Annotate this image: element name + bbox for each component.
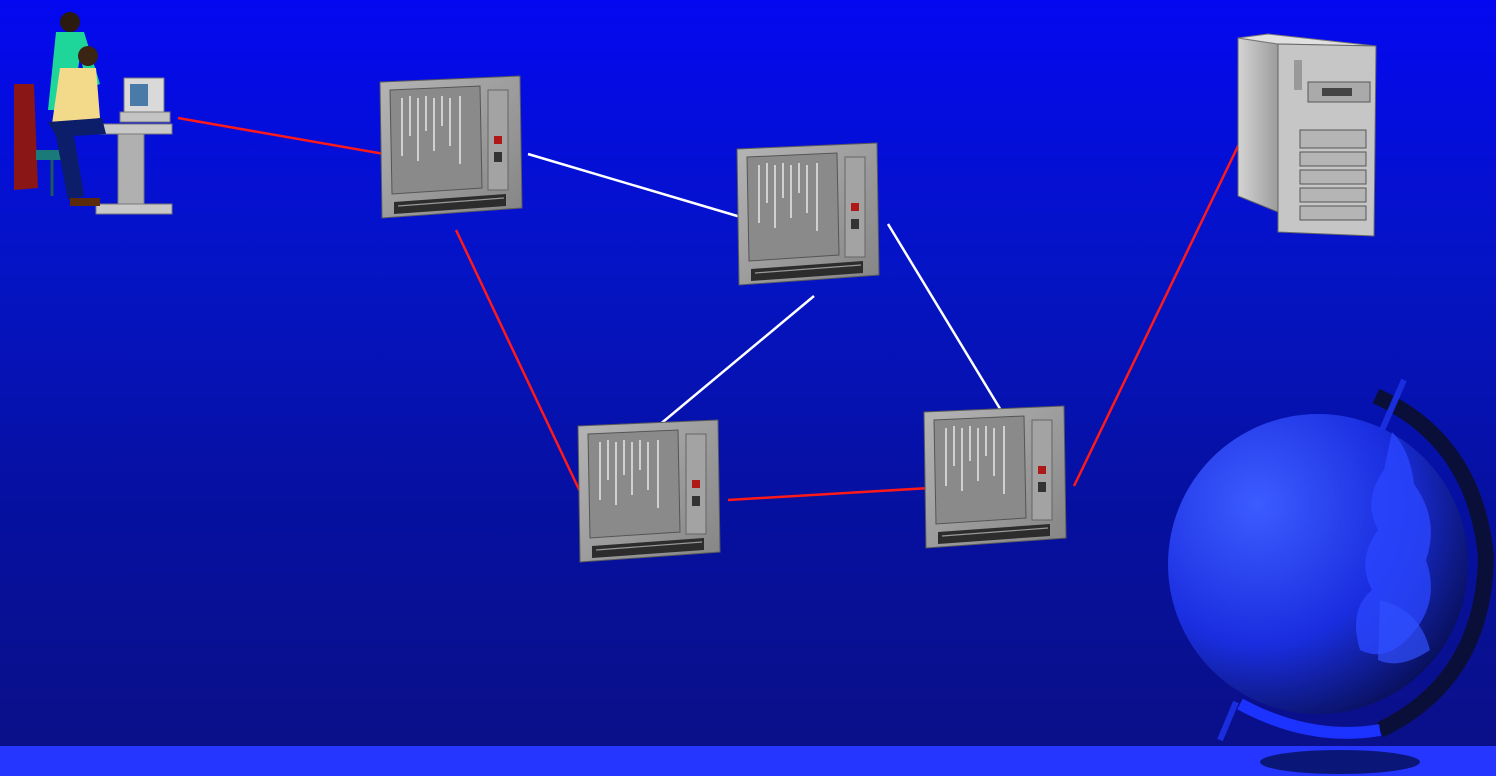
- globe-icon: [1168, 378, 1495, 742]
- link-switch-3-switch-4: [727, 486, 931, 502]
- link-user-workstation-switch-1: [177, 116, 385, 156]
- tower-server-icon: [1237, 33, 1377, 237]
- rack-switch-icon: [577, 419, 721, 563]
- link-switch-1-switch-3: [454, 229, 586, 501]
- link-switch-2-switch-3: [657, 295, 815, 427]
- rack-switch-icon: [379, 75, 523, 219]
- globe-shadow: [1260, 750, 1420, 774]
- rack-switch-icon: [923, 405, 1067, 549]
- user-workstation-icon: [14, 12, 173, 215]
- link-switch-4-server: [1072, 141, 1242, 487]
- footer-bar: [0, 746, 1496, 776]
- links: [177, 116, 1242, 502]
- link-switch-1-switch-2: [527, 152, 745, 220]
- rack-switch-icon: [736, 142, 880, 286]
- link-switch-2-switch-4: [886, 223, 1004, 413]
